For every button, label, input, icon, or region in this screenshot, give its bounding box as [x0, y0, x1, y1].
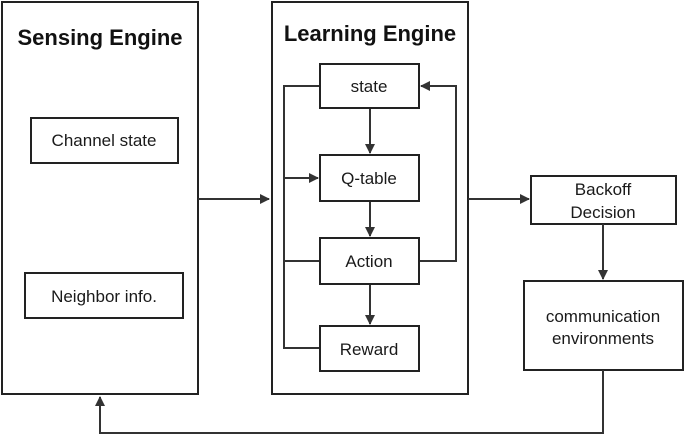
action-to-state-arrow [419, 81, 457, 262]
channel-state-box [30, 117, 179, 164]
sensing-engine-box [1, 1, 199, 395]
communication-environments-line2: environments [552, 329, 654, 348]
action-box [319, 237, 420, 285]
reward-box [319, 325, 420, 372]
state-box [319, 63, 420, 109]
environment-to-sensing-arrow [95, 370, 604, 434]
reward-label: Reward [340, 340, 399, 359]
learning-engine-title: Learning Engine [284, 21, 456, 46]
communication-environments-line1: communication [546, 307, 660, 326]
qtable-label: Q-table [341, 169, 397, 188]
backoff-decision-line2: Decision [570, 203, 635, 222]
neighbor-info-box [24, 272, 184, 319]
action-label: Action [345, 252, 392, 271]
left-feedback-line [283, 85, 320, 349]
backoff-decision-box [530, 175, 677, 225]
neighbor-info-label: Neighbor info. [51, 287, 157, 306]
communication-environments-box [523, 280, 684, 371]
state-label: state [351, 77, 388, 96]
sensing-engine-title: Sensing Engine [17, 25, 182, 50]
channel-state-label: Channel state [52, 131, 157, 150]
qtable-box [319, 154, 420, 202]
backoff-decision-line1: Backoff [575, 180, 632, 199]
